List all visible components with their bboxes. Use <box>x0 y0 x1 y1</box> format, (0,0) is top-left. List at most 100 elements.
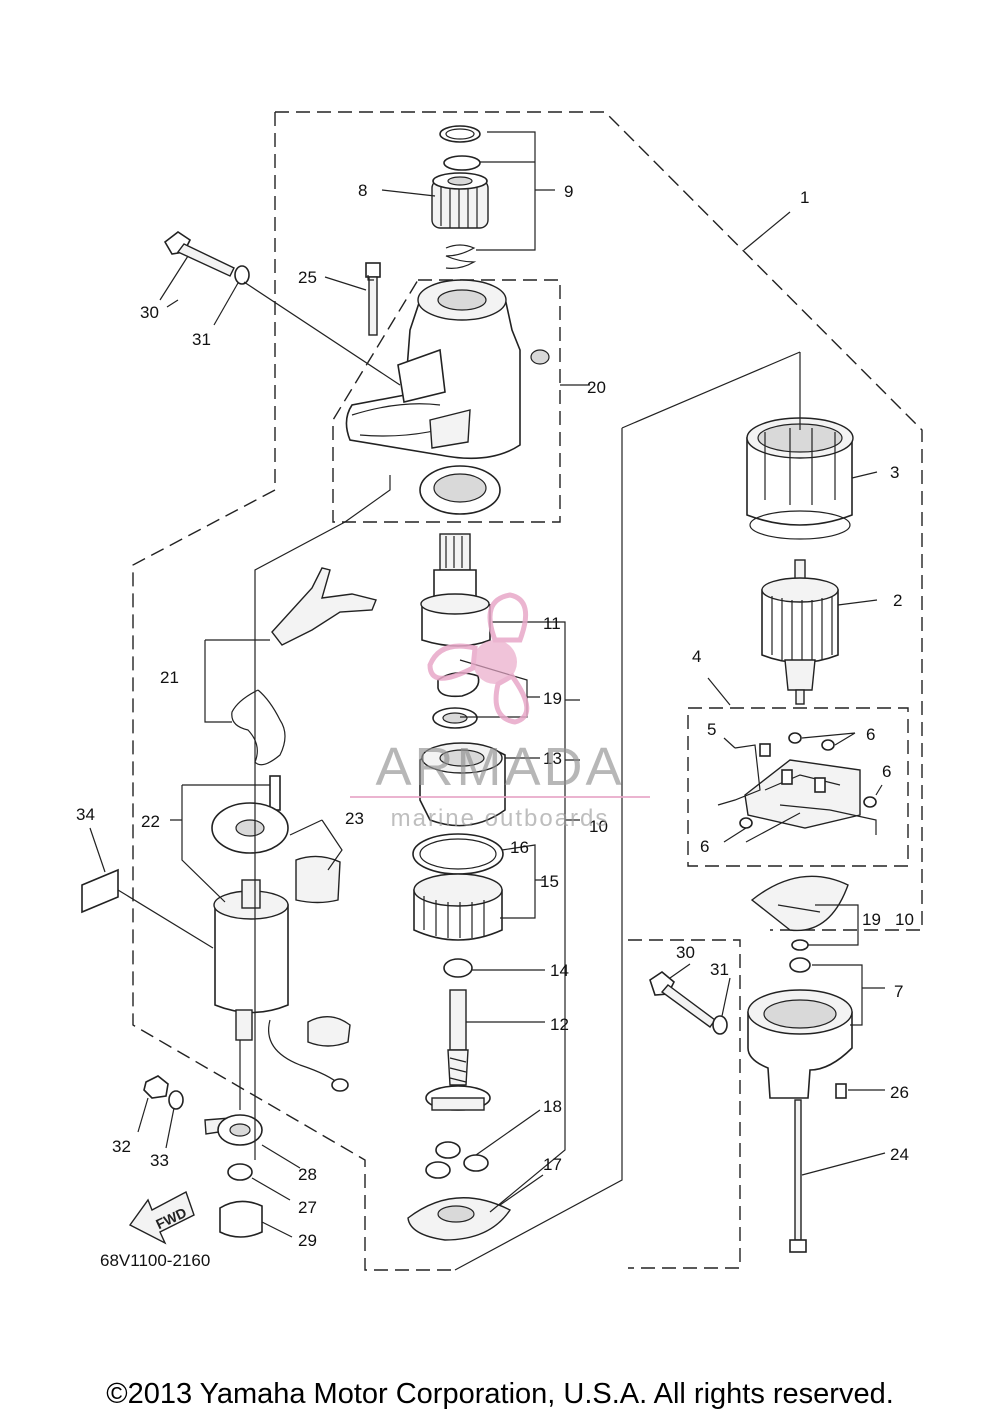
boot <box>307 1016 351 1047</box>
brush-holder <box>717 732 877 829</box>
lead-wire <box>268 1019 341 1086</box>
assembly-1-outline <box>275 111 923 931</box>
diagram-code: 68V1100-2160 <box>100 1251 210 1270</box>
callout: 6 <box>700 837 709 856</box>
callout: 9 <box>564 182 573 201</box>
brush-spring-c <box>863 796 877 808</box>
callout: 28 <box>298 1165 317 1184</box>
clip-ring <box>443 155 481 171</box>
rear-cover-group <box>628 939 741 1269</box>
plunger-23 <box>295 855 351 1047</box>
rear-cover-bolt-26 <box>835 1083 847 1099</box>
callout-numbers: 1 2 3 4 5 6 6 6 6 7 8 9 10 10 10 11 12 1… <box>76 181 914 1270</box>
callout: 4 <box>692 647 701 666</box>
solenoid-22 <box>211 775 349 1092</box>
assembly-1-left-edge <box>132 112 455 1271</box>
rear-plate <box>750 875 849 951</box>
callout: 14 <box>550 961 569 980</box>
cap-27 <box>227 1163 253 1181</box>
cover-29 <box>219 1200 263 1238</box>
callout: 6 <box>866 725 875 744</box>
watermark: ARMADA marine outboards <box>350 592 650 832</box>
callout: 29 <box>298 1231 317 1250</box>
propeller-logo-icon <box>427 592 530 725</box>
callout: 24 <box>890 1145 909 1164</box>
callout: 25 <box>298 268 317 287</box>
lever-spring <box>231 689 286 766</box>
shift-lever-21 <box>231 567 377 766</box>
front-cover-bushing <box>530 349 550 365</box>
brush-5 <box>717 744 761 806</box>
callout: 27 <box>298 1198 317 1217</box>
planet-shaft-12 <box>449 989 467 1051</box>
watermark-brand: ARMADA <box>375 737 624 797</box>
callout: 23 <box>345 809 364 828</box>
centre-stack <box>407 533 512 1241</box>
callout: 12 <box>550 1015 569 1034</box>
washer-31-upper <box>234 265 250 285</box>
callout: 10 <box>589 817 608 836</box>
callout: 21 <box>160 668 179 687</box>
callout: 10 <box>895 910 914 929</box>
callout: 18 <box>543 1097 562 1116</box>
planet-gear-b <box>425 1161 451 1179</box>
callout: 15 <box>540 872 559 891</box>
callout: 8 <box>358 181 367 200</box>
callout: 2 <box>893 591 902 610</box>
washer-31-lower <box>712 1015 728 1035</box>
callout: 30 <box>676 943 695 962</box>
brush-spring-b <box>821 739 835 751</box>
callout: 31 <box>192 330 211 349</box>
bolt-30-upper <box>163 231 250 285</box>
ring-16 <box>412 833 504 875</box>
front-cover-group-20 <box>332 279 561 523</box>
callout: 19 <box>862 910 881 929</box>
yoke <box>746 417 854 540</box>
callout: 6 <box>882 762 891 781</box>
callout: 17 <box>543 1155 562 1174</box>
label-34 <box>81 868 119 914</box>
bolt-25 <box>365 262 381 336</box>
callout: 16 <box>510 838 529 857</box>
pinion-spring <box>445 244 477 269</box>
pinion-stack <box>431 125 489 269</box>
callout: 33 <box>150 1151 169 1170</box>
fwd-arrow: FWD <box>128 1190 195 1245</box>
callout: 22 <box>141 812 160 831</box>
callout: 11 <box>543 614 561 633</box>
callout: 1 <box>800 188 809 207</box>
washer-33 <box>168 1090 184 1110</box>
callout: 30 <box>140 303 159 322</box>
brush-holder-group-4 <box>687 707 909 867</box>
bearing-14 <box>443 958 473 978</box>
callout: 32 <box>112 1137 131 1156</box>
planet-gear-a <box>435 1141 461 1159</box>
callout: 34 <box>76 805 95 824</box>
rear-bushing <box>789 957 811 973</box>
nut-32 <box>143 1075 169 1099</box>
callout: 5 <box>707 720 716 739</box>
planet-gear-18 <box>463 1154 489 1172</box>
rear-cover <box>747 957 853 1099</box>
callout: 3 <box>890 463 899 482</box>
callout: 13 <box>543 749 562 768</box>
front-cover <box>345 279 550 515</box>
clutch-shaft-spline <box>439 533 471 571</box>
through-bolt-24 <box>789 1099 807 1253</box>
leader-lines <box>89 131 886 1271</box>
brush-spring-d <box>739 817 753 829</box>
watermark-tagline: marine outboards <box>391 805 610 832</box>
callout: 20 <box>587 378 606 397</box>
brush-spring-a <box>788 732 802 744</box>
callout: 31 <box>710 960 729 979</box>
terminal-parts <box>143 1075 263 1238</box>
copyright-notice: ©2013 Yamaha Motor Corporation, U.S.A. A… <box>106 1378 894 1410</box>
callout: 7 <box>894 982 903 1001</box>
bolt-30-lower <box>649 971 728 1035</box>
callout: 26 <box>890 1083 909 1102</box>
armature <box>761 559 839 705</box>
group-outlines <box>132 111 923 1271</box>
callout: 19 <box>543 689 562 708</box>
